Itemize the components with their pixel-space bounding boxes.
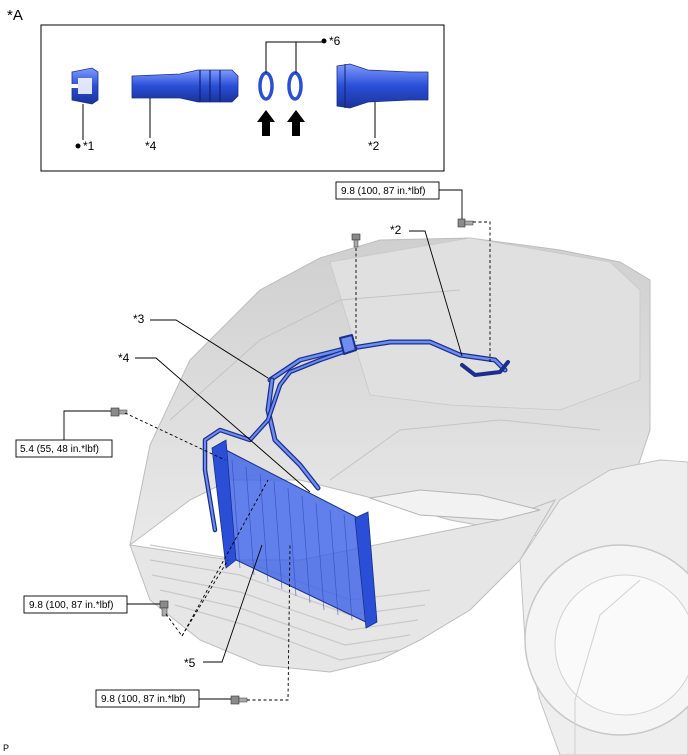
svg-text:*4: *4 [118, 351, 130, 365]
torque-bottom-left: 9.8 (100, 87 in.*lbf) [23, 595, 160, 614]
callout-1: *1 [83, 139, 95, 153]
callout-2-main: *2 [390, 223, 463, 357]
svg-text:9.8 (100, 87 in.*lbf): 9.8 (100, 87 in.*lbf) [29, 600, 114, 611]
svg-text:*5: *5 [184, 656, 196, 670]
vehicle-body [129, 237, 688, 755]
view-label: *A [7, 7, 23, 24]
svg-text:*3: *3 [133, 312, 145, 326]
callout-3-main: *3 [133, 312, 269, 379]
svg-text:9.8 (100, 87 in.*lbf): 9.8 (100, 87 in.*lbf) [341, 186, 426, 197]
bolt-bottom [230, 695, 248, 705]
torque-top-right: 9.8 (100, 87 in.*lbf) [335, 181, 463, 219]
svg-text:5.4 (55, 48 in.*lbf): 5.4 (55, 48 in.*lbf) [20, 444, 99, 455]
torque-left: 5.4 (55, 48 in.*lbf) [15, 410, 113, 458]
bolt-left [110, 407, 128, 417]
callout-6: *6 [329, 34, 341, 48]
bolt-top-right [457, 218, 474, 228]
condenser [211, 439, 378, 629]
pipe-end-part [131, 69, 239, 103]
svg-text:*2: *2 [390, 223, 402, 237]
callout-4-main: *4 [118, 351, 311, 493]
callout-2-detail: *2 [368, 139, 380, 153]
torque-bottom: 9.8 (100, 87 in.*lbf) [95, 689, 231, 708]
svg-text:9.8 (100, 87 in.*lbf): 9.8 (100, 87 in.*lbf) [101, 694, 186, 705]
bolt-top-center [351, 233, 361, 248]
detail-box: *6 *1 *4 *2 [40, 24, 445, 172]
callout-4-detail: *4 [145, 139, 157, 153]
install-guide-lines [124, 221, 491, 701]
callout-5-main: *5 [184, 544, 263, 670]
footer-code: P [3, 743, 9, 753]
hose-socket-part [336, 63, 429, 109]
clip-part [70, 67, 99, 105]
up-arrows [257, 110, 305, 136]
bolt-bottom-left [159, 600, 169, 617]
